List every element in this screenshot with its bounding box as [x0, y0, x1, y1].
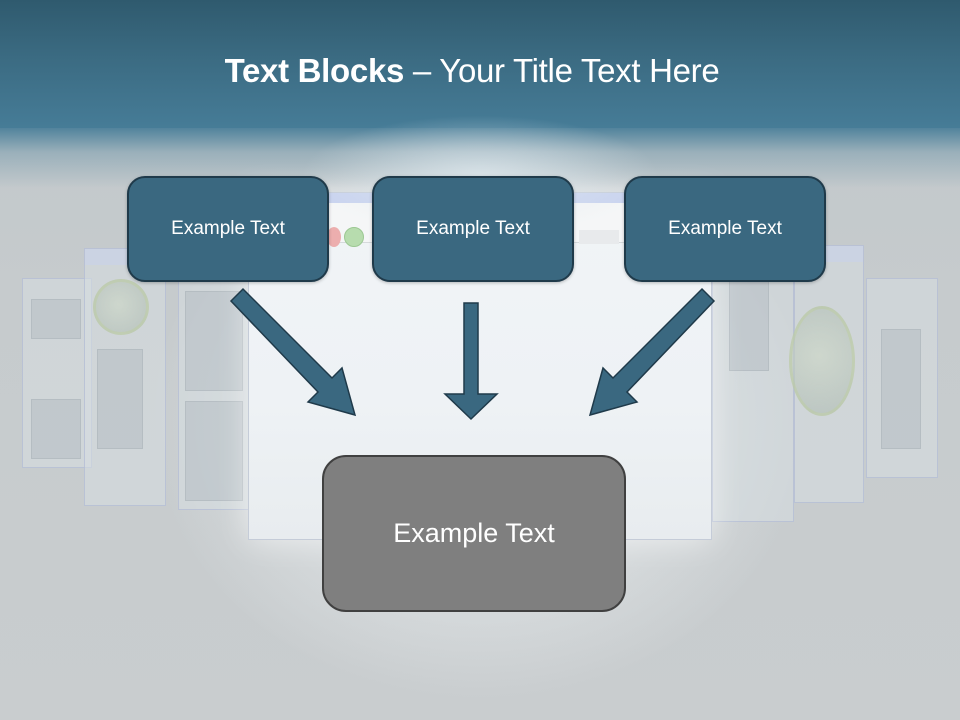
slide-title: Text Blocks – Your Title Text Here	[0, 52, 944, 90]
header-band	[0, 0, 960, 128]
arrow-down-right-icon	[229, 287, 357, 417]
background-window-left-inner	[178, 280, 250, 510]
background-window-right-far	[866, 278, 938, 478]
background-window-right	[789, 245, 864, 503]
text-block-3[interactable]: Example Text	[624, 176, 826, 282]
text-block-3-label: Example Text	[668, 218, 782, 239]
background-window-left-far	[22, 278, 92, 468]
text-block-1[interactable]: Example Text	[127, 176, 329, 282]
background-window-right-inner	[712, 260, 794, 522]
globe-icon	[93, 279, 149, 335]
text-block-1-label: Example Text	[171, 218, 285, 239]
arrow-down-icon	[443, 302, 499, 421]
title-bold: Text Blocks	[224, 52, 405, 89]
result-text-block-label: Example Text	[393, 518, 555, 548]
title-regular: Your Title Text Here	[439, 52, 720, 89]
text-block-2-label: Example Text	[416, 218, 530, 239]
title-separator: –	[404, 52, 440, 89]
globe-icon	[789, 306, 855, 416]
result-text-block[interactable]: Example Text	[322, 455, 626, 612]
text-block-2[interactable]: Example Text	[372, 176, 574, 282]
arrow-down-left-icon	[588, 287, 716, 417]
